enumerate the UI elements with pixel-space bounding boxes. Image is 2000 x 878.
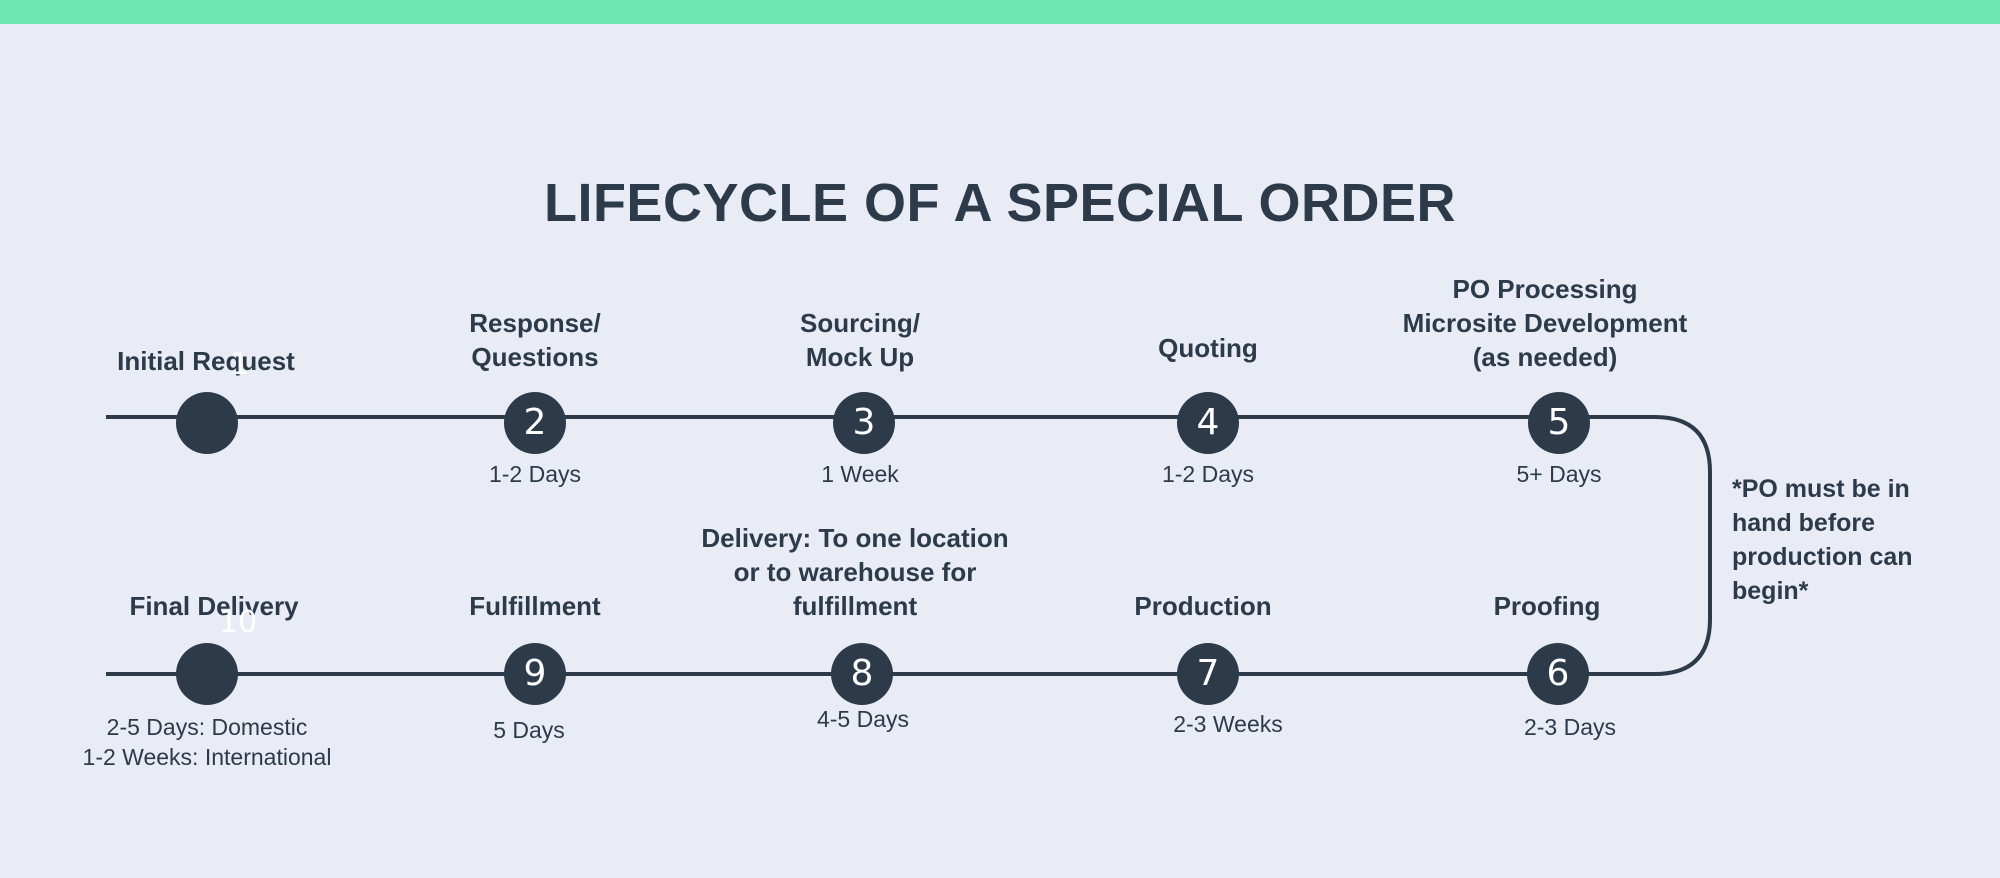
stage-5-label: PO Processing Microsite Development (as … bbox=[1345, 272, 1745, 374]
stage-6-label: Proofing bbox=[1397, 589, 1697, 623]
top-accent-bar bbox=[0, 0, 2000, 24]
stage-6-duration: 2-3 Days bbox=[1420, 712, 1720, 742]
stage-9-duration: 5 Days bbox=[379, 715, 679, 745]
stage-7-duration-line: 2-3 Weeks bbox=[1173, 711, 1283, 737]
stage-3-label-line-1: Sourcing/ bbox=[800, 308, 920, 338]
stage-5-duration-line: 5+ Days bbox=[1516, 461, 1602, 487]
stage-5-label-line-1: PO Processing bbox=[1452, 274, 1638, 304]
stage-9-label: Fulfillment bbox=[385, 589, 685, 623]
stage-5-label-line-2: Microsite Development bbox=[1402, 308, 1688, 338]
stage-2-label-line-2: Questions bbox=[471, 342, 599, 372]
stage-8-label: Delivery: To one location or to warehous… bbox=[655, 521, 1055, 623]
stage-6-duration-line: 2-3 Days bbox=[1523, 714, 1617, 740]
stage-1-node bbox=[176, 392, 238, 454]
stage-3-duration: 1 Week bbox=[710, 459, 1010, 489]
stage-9-label-line: Fulfillment bbox=[469, 591, 601, 621]
stage-7-label-line: Production bbox=[1134, 591, 1272, 621]
stage-3-label-line-2: Mock Up bbox=[805, 342, 915, 372]
stage-9-node: 9 bbox=[504, 643, 566, 705]
stage-6-node: 6 bbox=[1527, 643, 1589, 705]
stage-6-label-line: Proofing bbox=[1493, 591, 1601, 621]
stage-2-node: 2 bbox=[504, 392, 566, 454]
stage-8-label-line-1: Delivery: To one location bbox=[701, 523, 1009, 553]
stage-2-duration: 1-2 Days bbox=[385, 459, 685, 489]
stage-4-duration: 1-2 Days bbox=[1058, 459, 1358, 489]
diagram-title: LIFECYCLE OF A SPECIAL ORDER bbox=[543, 173, 1457, 233]
stage-10-node bbox=[176, 643, 238, 705]
stage-3-node: 3 bbox=[833, 392, 895, 454]
note-line-3: production can bbox=[1732, 543, 1913, 571]
stage-3-duration-line: 1 Week bbox=[821, 461, 899, 487]
stage-5-node: 5 bbox=[1528, 392, 1590, 454]
stage-3-label: Sourcing/ Mock Up bbox=[710, 306, 1010, 374]
stage-1-label: Initial Request bbox=[56, 344, 356, 378]
stage-5-duration: 5+ Days bbox=[1409, 459, 1709, 489]
stage-2-duration-line: 1-2 Days bbox=[488, 461, 582, 487]
stage-9-duration-line: 5 Days bbox=[493, 717, 565, 743]
stage-4-duration-line: 1-2 Days bbox=[1161, 461, 1255, 487]
stage-7-label: Production bbox=[1053, 589, 1353, 623]
stage-4-label-line: Quoting bbox=[1158, 333, 1258, 363]
stage-10-duration-line-1: 2-5 Days: Domestic bbox=[106, 714, 308, 740]
stage-8-label-line-3: fulfillment bbox=[792, 591, 918, 621]
stage-5-label-line-3: (as needed) bbox=[1472, 342, 1618, 372]
stage-4-label: Quoting bbox=[1058, 331, 1358, 365]
stage-2-label: Response/ Questions bbox=[385, 306, 685, 374]
stage-2-label-line-1: Response/ bbox=[469, 308, 601, 338]
stage-8-duration: 4-5 Days bbox=[713, 704, 1013, 734]
stage-10-label-line: Final Delivery bbox=[129, 591, 299, 621]
stage-10-duration-line-2: 1-2 Weeks: International bbox=[82, 744, 332, 770]
stage-8-node: 8 bbox=[831, 643, 893, 705]
stage-10-duration: 2-5 Days: Domestic 1-2 Weeks: Internatio… bbox=[57, 712, 357, 772]
po-requirement-note: *PO must be in hand before production ca… bbox=[1732, 472, 1972, 608]
stage-4-node: 4 bbox=[1177, 392, 1239, 454]
stage-10-label: Final Delivery bbox=[64, 589, 364, 623]
stage-7-node: 7 bbox=[1177, 643, 1239, 705]
note-line-4: begin* bbox=[1732, 577, 1809, 605]
stage-1-label-line: Initial Request bbox=[117, 346, 295, 376]
stage-7-duration: 2-3 Weeks bbox=[1078, 709, 1378, 739]
note-line-1: *PO must be in bbox=[1732, 475, 1910, 503]
note-line-2: hand before bbox=[1732, 509, 1876, 537]
stage-8-label-line-2: or to warehouse for bbox=[733, 557, 977, 587]
stage-8-duration-line: 4-5 Days bbox=[816, 706, 910, 732]
